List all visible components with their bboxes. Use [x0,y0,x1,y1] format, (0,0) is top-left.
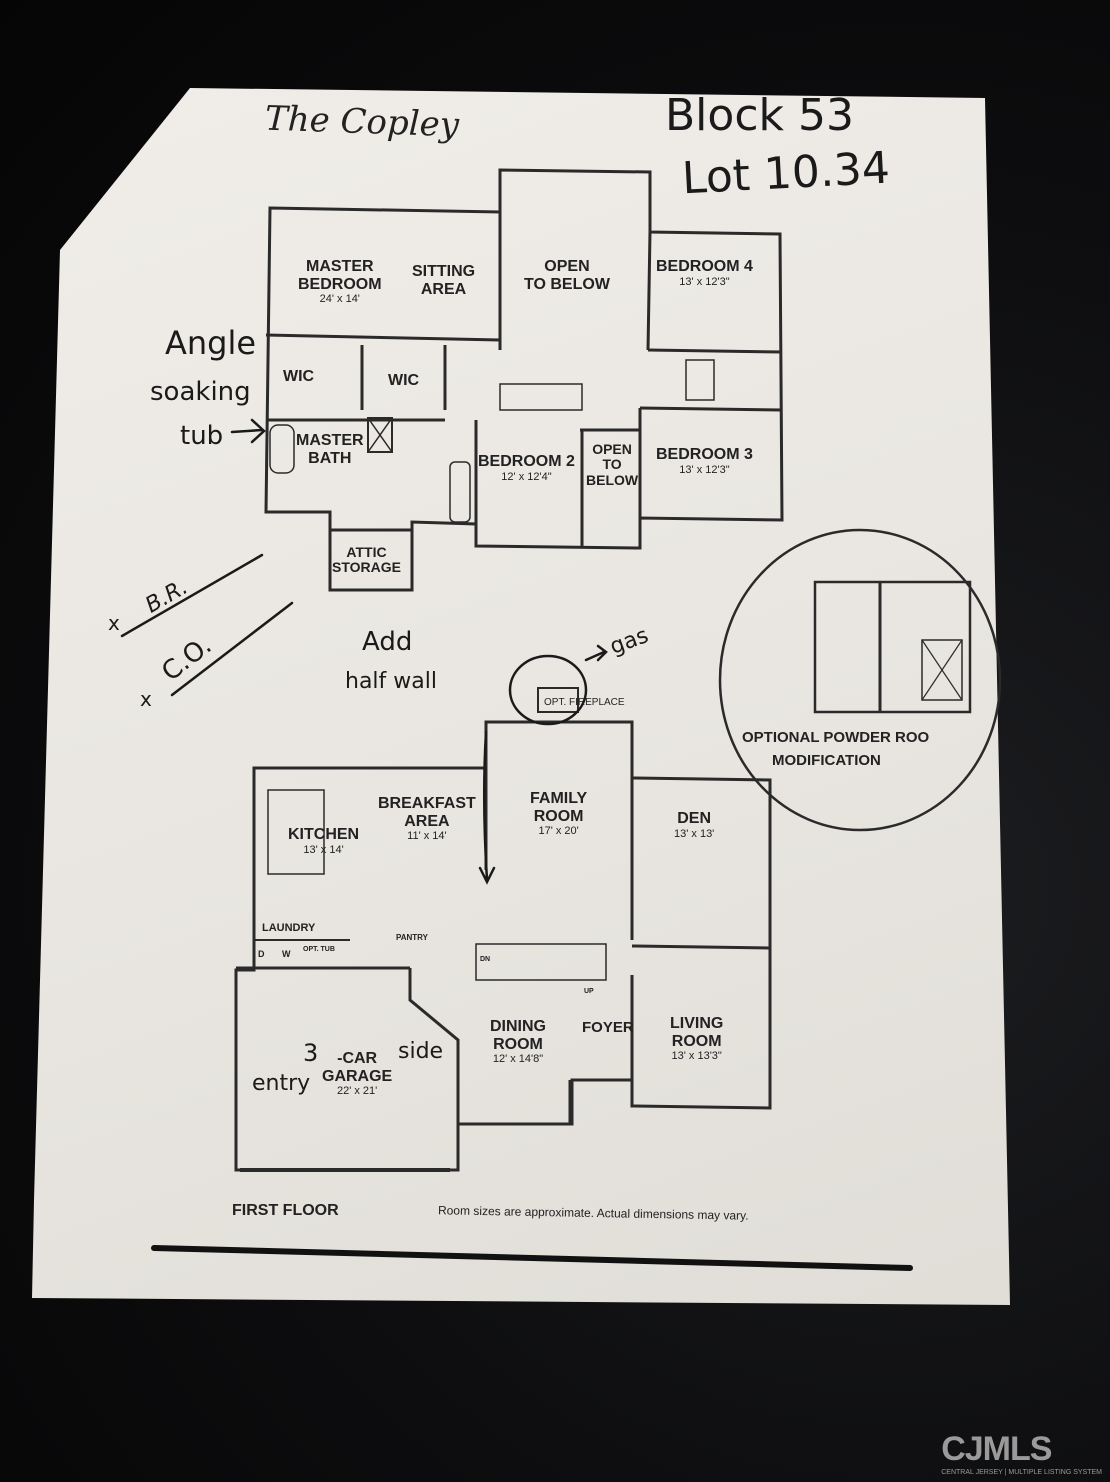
handwritten-tub: tub [180,421,224,451]
watermark-subtitle: CENTRAL JERSEY | MULTIPLE LISTING SYSTEM [941,1469,1102,1476]
laundry-washer: W [282,949,291,959]
room-dimension: 13' x 13'3" [671,1050,722,1063]
room-wic-2: WIC [388,372,420,389]
handwritten-x-2: x [140,687,152,711]
room-dimension: 13' x 12'3" [679,463,730,476]
room-laundry: LAUNDRY [262,922,316,934]
opt-fireplace-label: OPT. FIREPLACE [544,697,625,708]
handwritten-entry: entry [252,1071,311,1096]
stair-down-label: DN [480,956,491,963]
handwritten-block: Block 53 [665,90,854,141]
first-floor-label: FIRST FLOOR [232,1202,339,1219]
handwritten-soaking: soaking [150,377,251,407]
room-pantry: PANTRY [396,933,428,942]
room-dimension: 13' x 12'3" [679,275,730,288]
room-open-to-below: OPEN TO BELOW [524,258,610,293]
watermark-brand: CJMLS [941,1430,1052,1468]
laundry-dryer: D [258,949,265,959]
handwritten-x-1: x [108,611,120,635]
room-open-to-below-2: OPEN TO BELOW [586,441,639,488]
laundry-opt-tub: OPT. TUB [303,946,335,953]
handwritten-add: Add [362,627,413,657]
room-sitting-area: SITTING AREA [412,263,476,298]
powder-room-label: OPTIONAL POWDER ROO [742,729,930,746]
handwritten-half-wall: half wall [345,669,437,694]
room-dimension: 22' x 21' [336,1085,378,1098]
handwritten-angle: Angle [165,324,257,362]
room-foyer: FOYER [582,1019,634,1036]
powder-room-label-2: MODIFICATION [772,752,881,769]
room-dimension: 24' x 14' [319,293,360,306]
room-dimension: 13' x 13' [674,827,715,840]
room-attic-storage: ATTIC STORAGE [332,544,401,576]
stair-up-label: UP [584,988,594,995]
room-wic-1: WIC [283,368,315,385]
room-dimension: 12' x 12'4" [501,470,552,483]
room-master-bath: MASTER BATH [296,432,364,467]
room-dimension: 17' x 20' [538,825,579,838]
room-dimension: 13' x 14' [303,843,344,856]
room-dimension: 11' x 14' [407,830,447,843]
handwritten-three: 3 [303,1039,319,1067]
handwritten-side: side [398,1039,444,1064]
room-dimension: 12' x 14'8" [492,1053,544,1066]
